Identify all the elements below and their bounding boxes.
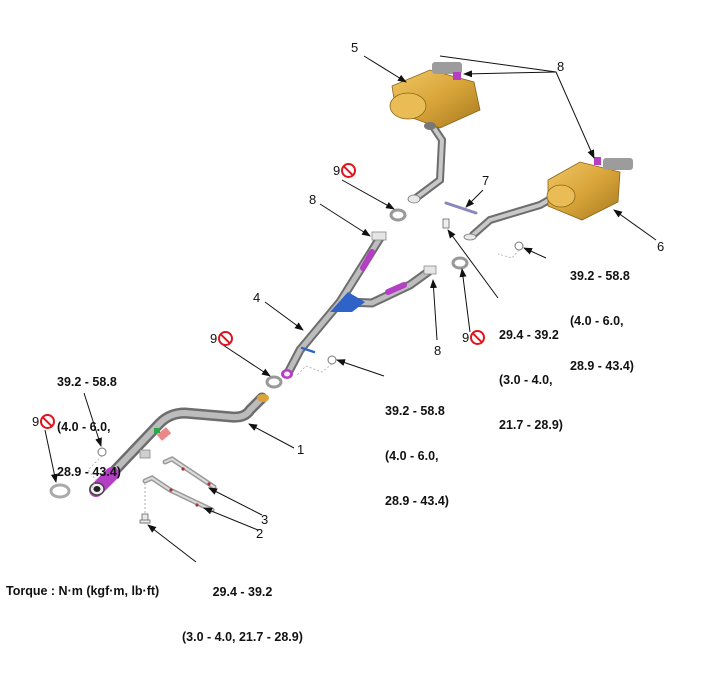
heat-shield-tag <box>156 427 172 441</box>
support-bracket-part-3 <box>162 456 217 490</box>
torque-spec-bracket-bolt: 29.4 - 39.2 (3.0 - 4.0, 21.7 - 28.9) <box>499 298 563 463</box>
diagram-artwork <box>44 55 657 563</box>
left-muffler-part-5 <box>389 62 481 204</box>
no-reuse-icon <box>218 331 234 346</box>
y-junction <box>330 292 365 312</box>
muffler-tail-tips <box>603 158 633 170</box>
no-reuse-icon <box>341 163 357 178</box>
callout-4: 4 <box>253 290 261 305</box>
torque-line: (4.0 - 6.0, <box>57 420 111 434</box>
callout-3: 3 <box>261 512 269 527</box>
torque-spec-right-nut: 39.2 - 58.8 (4.0 - 6.0, 28.9 - 43.4) <box>570 239 634 404</box>
gasket-label-left-muffler: 9 <box>333 163 357 178</box>
gasket-right-muffler <box>451 256 469 270</box>
torque-spec-front-nut: 39.2 - 58.8 (4.0 - 6.0, 28.9 - 43.4) <box>57 345 121 510</box>
hanger-bracket <box>371 231 387 241</box>
torque-units-legend: Torque : N·m (kgf·m, lb·ft) <box>6 584 160 598</box>
callout-2: 2 <box>256 526 264 541</box>
callout-6: 6 <box>657 239 665 254</box>
flange-gasket-ring <box>257 394 269 402</box>
bracket-part-7 <box>442 201 478 229</box>
callout-5: 5 <box>351 40 359 55</box>
torque-line: 29.4 - 39.2 <box>499 328 559 342</box>
torque-line: 28.9 - 43.4) <box>385 494 449 508</box>
gasket-number: 9 <box>333 163 341 178</box>
torque-line: 29.4 - 39.2 <box>212 585 273 599</box>
torque-line: (3.0 - 4.0, <box>499 373 553 387</box>
torque-spec-mid-nut: 39.2 - 58.8 (4.0 - 6.0, 28.9 - 43.4) <box>385 374 449 539</box>
callout-8-right-hanger: 8 <box>434 343 442 358</box>
no-reuse-icon <box>470 330 486 345</box>
gasket-mid <box>265 375 283 389</box>
gasket-number: 9 <box>462 330 470 345</box>
torque-line: (3.0 - 4.0, 21.7 - 28.9) <box>182 630 303 644</box>
torque-spec-support-bolt: 29.4 - 39.2 (3.0 - 4.0, 21.7 - 28.9) <box>182 555 303 675</box>
torque-line: 39.2 - 58.8 <box>385 404 445 418</box>
front-pipe-part-1 <box>89 392 269 497</box>
callout-8-left-hanger: 8 <box>309 192 317 207</box>
torque-line: 39.2 - 58.8 <box>57 375 117 389</box>
nut-icon <box>514 241 524 251</box>
y-pipe-part-4 <box>281 231 437 379</box>
muffler-tail-tips <box>432 62 462 74</box>
sensor-boss <box>154 428 160 433</box>
hanger-bracket <box>423 265 437 275</box>
gasket-label-right-muffler: 9 <box>462 330 486 345</box>
gasket-number: 9 <box>32 414 40 429</box>
torque-line: 28.9 - 43.4) <box>57 465 121 479</box>
torque-line: (4.0 - 6.0, <box>385 449 439 463</box>
right-muffler-part-6 <box>463 157 633 241</box>
torque-line: 39.2 - 58.8 <box>570 269 630 283</box>
callout-7: 7 <box>482 173 490 188</box>
no-reuse-icon <box>40 414 56 429</box>
leader-lines <box>44 55 657 563</box>
torque-line: 21.7 - 28.9) <box>499 418 563 432</box>
support-bracket-part-2 <box>142 475 215 513</box>
torque-line: 28.9 - 43.4) <box>570 359 634 373</box>
callout-1: 1 <box>297 442 305 457</box>
gasket-label-mid: 9 <box>210 331 234 346</box>
bracket-bolt-bottom <box>139 483 151 524</box>
torque-line: (4.0 - 6.0, <box>570 314 624 328</box>
callout-8-mufflers: 8 <box>557 59 565 74</box>
gasket-front <box>49 483 71 499</box>
exhaust-diagram: 1 2 3 4 5 6 7 8 8 8 9 9 9 9 39.2 - 58.8 … <box>0 0 703 603</box>
gasket-label-front: 9 <box>32 414 56 429</box>
gasket-left-muffler <box>389 208 407 222</box>
gasket-number: 9 <box>210 331 218 346</box>
nut-icon <box>327 355 337 365</box>
